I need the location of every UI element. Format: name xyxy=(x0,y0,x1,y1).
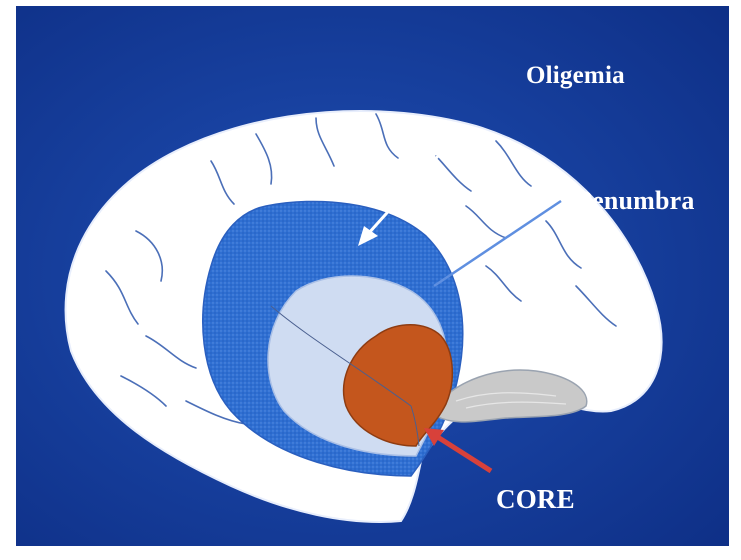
core-label: CORE xyxy=(496,484,575,515)
oligemia-label: Oligemia xyxy=(526,62,625,90)
diagram-frame: Oligemia Penumbra CORE xyxy=(16,6,729,546)
penumbra-label: Penumbra xyxy=(576,186,695,216)
